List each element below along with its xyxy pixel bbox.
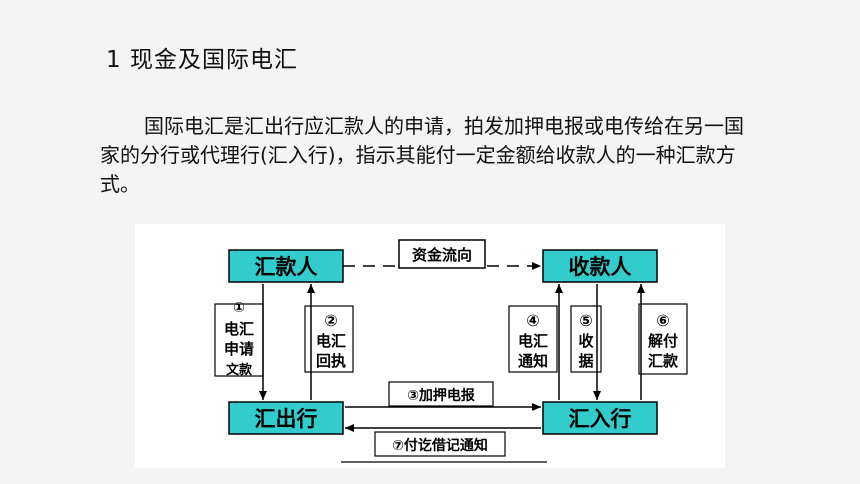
- step5-number: ⑤: [579, 311, 593, 330]
- telegraphic-transfer-diagram: 汇款人 收款人 资金流向 汇出行 汇入行 ① 电汇 申请 文款 ② 电汇 回执 …: [135, 224, 725, 468]
- step4-box: [508, 305, 558, 373]
- step7-label: ⑦付讫借记通知: [392, 437, 488, 454]
- step5-box: [570, 305, 602, 373]
- paying-bank-label: 汇入行: [569, 407, 632, 431]
- fund-flow-box: [398, 239, 486, 269]
- step6-line1: 解付: [648, 332, 678, 350]
- remitting-bank-node: [228, 401, 344, 435]
- step1-line1: 电汇: [224, 320, 254, 338]
- step4-number: ④: [526, 311, 540, 330]
- step1-line3: 文款: [226, 362, 253, 378]
- step1-line2: 申请: [224, 340, 254, 358]
- step2-line1: 电汇: [316, 332, 346, 350]
- payee-node: [542, 249, 658, 283]
- remitting-bank-label: 汇出行: [255, 407, 318, 431]
- step2-box: [304, 305, 354, 373]
- paying-bank-node: [542, 401, 658, 435]
- payee-label: 收款人: [569, 255, 632, 279]
- fund-flow-label: 资金流向: [412, 246, 472, 264]
- step1-number: ①: [233, 300, 245, 316]
- definition-text: 国际电汇是汇出行应汇款人的申请，拍发加押电报或电传给在另一国家的分行或代理行(汇…: [100, 114, 744, 196]
- step5-line1: 收: [578, 332, 593, 350]
- remitter-label: 汇款人: [255, 255, 318, 279]
- step6-box: [638, 303, 688, 375]
- step3-label: ③加押电报: [407, 387, 475, 404]
- step2-line2: 回执: [316, 352, 346, 370]
- definition-paragraph: 国际电汇是汇出行应汇款人的申请，拍发加押电报或电传给在另一国家的分行或代理行(汇…: [100, 112, 760, 199]
- step4-line2: 通知: [518, 352, 548, 370]
- step2-number: ②: [324, 311, 338, 330]
- step5-line2: 据: [578, 352, 593, 370]
- step4-line1: 电汇: [518, 332, 548, 350]
- slide-title: 1 现金及国际电汇: [106, 47, 298, 73]
- step6-number: ⑥: [656, 311, 670, 330]
- step7-box: [374, 431, 506, 457]
- step1-box: [214, 303, 264, 377]
- remitter-node: [228, 249, 344, 283]
- step3-box: [388, 381, 494, 407]
- step6-line2: 汇款: [648, 352, 679, 370]
